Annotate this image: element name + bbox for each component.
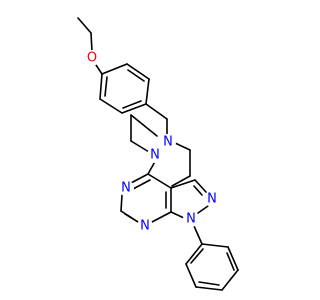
bond-n1-c7a-pyrazole: [170, 211, 185, 219]
bond-c3a-c3: [170, 179, 196, 189]
bond-phenyl-1: [201, 243, 229, 248]
atom-label-background: [160, 134, 176, 150]
bond-phenyl-4: [195, 286, 223, 291]
bond-c4-n3: [130, 173, 149, 184]
bond-c3-n2: [194, 179, 207, 193]
bond-phenyl-5: [185, 263, 197, 288]
bond-n1-c7a: [151, 211, 172, 223]
atom-label-background: [183, 211, 199, 227]
atom-label-n: N: [163, 135, 173, 150]
bond-benzyl-ring-inner-1: [127, 69, 145, 82]
atom-nitrogen-pyrimidine-3: N: [118, 180, 134, 196]
atom-label-o: O: [87, 51, 97, 66]
bond-n2-n1: [197, 205, 209, 214]
bond-benzyl-ring-1: [101, 63, 128, 75]
bond-phenyl-inner-2: [198, 281, 220, 286]
atom-label-background: [84, 50, 100, 66]
bond-o-aryl: [95, 64, 103, 75]
bond-piperazine-4: [130, 140, 150, 153]
bond-ethyl-ch2-o: [90, 32, 93, 53]
bond-phenyl-inner-3: [190, 248, 204, 264]
bond-pyrimidine-inner-1: [132, 179, 151, 190]
atom-nitrogen-piperazine-bottom: N: [147, 147, 163, 163]
atom-label-n: N: [121, 181, 131, 196]
atom-label-background: [137, 218, 153, 234]
atom-nitrogen-pyrazole-2: N: [204, 191, 220, 207]
atom-label-background: [204, 191, 220, 207]
bond-ethyl-ch3-ch2: [77, 17, 92, 34]
bond-benzyl-ring-4: [121, 103, 147, 114]
atom-labels: O N N N N N N: [84, 50, 220, 234]
bond-phenyl-2: [227, 246, 239, 271]
atom-nitrogen-piperazine-top: N: [160, 134, 176, 150]
atom-label-n: N: [150, 148, 160, 163]
bond-phenyl-inner-1: [226, 252, 235, 271]
bond-pyrimidine-inner-2: [124, 213, 139, 223]
atom-nitrogen-pyrazole-1: N: [183, 211, 199, 227]
atom-label-n: N: [140, 219, 150, 234]
atom-label-background: [147, 147, 163, 163]
bond-n3-c2: [120, 194, 123, 212]
chemical-structure-diagram: O N N N N N N: [77, 17, 239, 291]
bond-benzyl-ring-inner-2: [122, 100, 142, 109]
bond-pyrazole-inner: [193, 185, 203, 196]
atom-label-n: N: [186, 212, 196, 227]
bond-benzyl-ring-5: [99, 98, 123, 114]
bond-benzyl-ring-2: [126, 63, 150, 80]
bond-phenyl-3: [221, 269, 239, 291]
atom-oxygen-ethoxy: O: [84, 50, 100, 66]
bond-phenyl-6: [185, 243, 203, 265]
bond-piperazine-3: [171, 175, 191, 187]
atom-nitrogen-pyrimidine-1: N: [137, 218, 153, 234]
bond-aryl-ch2: [145, 103, 168, 120]
bond-benzyl-ring-6: [99, 73, 103, 100]
bond-benzyl-ring-inner-3: [104, 76, 108, 97]
atom-label-n: N: [207, 192, 217, 207]
atom-label-background: [118, 180, 134, 196]
bonds: [77, 17, 239, 291]
bond-n1-phenyl: [193, 225, 203, 245]
bond-piperazine-1: [174, 142, 191, 151]
bond-piperazine-6: [130, 114, 158, 137]
bond-c4-c3a: [147, 173, 172, 189]
bond-benzyl-ring-3: [145, 78, 150, 105]
